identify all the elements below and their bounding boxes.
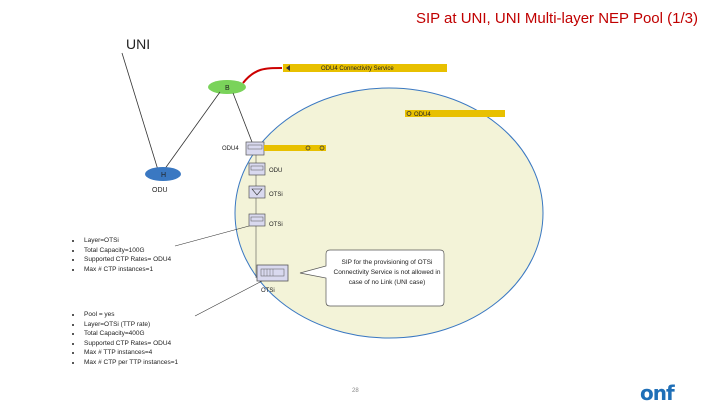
otsi-pool-inner	[260, 268, 285, 277]
list-item: Supported CTP Rates= ODU4	[82, 339, 178, 349]
link-b-odu4	[232, 92, 253, 143]
link-note-top	[174, 225, 250, 247]
odu4-bar	[405, 110, 505, 117]
otsi-pool	[256, 264, 289, 282]
odu-h-label: ODU	[152, 187, 168, 194]
connector-marker-icon-2	[319, 145, 325, 151]
onf-logo: onf	[640, 381, 675, 405]
link-uni-h	[121, 52, 159, 171]
page-number: 28	[352, 388, 359, 394]
uni-label: UNI	[126, 36, 151, 52]
otsi-label-1: OTSi	[269, 192, 283, 198]
adapter-triangle-icon	[251, 188, 263, 196]
node-b-label: B	[225, 85, 230, 92]
odu4-right-label: ODU4	[414, 112, 431, 118]
list-item: Max # TTP instances=4	[82, 348, 178, 358]
odu4-connector-bar	[264, 145, 326, 151]
list-item: Total Capacity=400G	[82, 329, 178, 339]
list-item: Supported CTP Rates= ODU4	[82, 255, 171, 265]
callout-text: SIP for the provisioning of OTSi Connect…	[333, 259, 441, 286]
list-item: Max # CTP instances=1	[82, 265, 171, 275]
node-b	[208, 80, 246, 94]
connectivity-service-label: ODU4 Connectivity Service	[321, 66, 394, 72]
list-item: Max # CTP per TTP instances=1	[82, 358, 178, 368]
list-item: Pool = yes	[82, 310, 178, 320]
odu4-bar-marker-icon	[406, 111, 412, 116]
connectivity-service-bar	[283, 64, 447, 72]
odu-port	[248, 162, 266, 176]
otsi-label-2: OTSi	[269, 222, 283, 228]
odu4-port	[245, 141, 265, 156]
notes-bottom-list: Pool = yes Layer=OTSi (TTP rate) Total C…	[66, 310, 178, 368]
slide-title: SIP at UNI, UNI Multi-layer NEP Pool (1/…	[415, 10, 698, 27]
otsi-adapter	[248, 185, 266, 199]
list-item: Total Capacity=100G	[82, 246, 171, 256]
notes-top-list: Layer=OTSi Total Capacity=100G Supported…	[66, 236, 171, 274]
link-note-bottom	[194, 280, 263, 317]
otsi-pool-label: OTSi	[261, 288, 275, 294]
otsi-port-inner	[250, 216, 264, 222]
list-item: Layer=OTSi (TTP rate)	[82, 320, 178, 330]
odu-port-inner	[250, 165, 264, 171]
otsi-port	[248, 213, 266, 227]
callout-bubble	[299, 249, 445, 307]
connector-marker-icon	[305, 145, 311, 151]
odu-label: ODU	[269, 168, 282, 174]
service-left-marker-icon	[286, 65, 290, 71]
red-service-link	[242, 67, 283, 84]
node-h-label: H	[161, 172, 166, 179]
list-item: Layer=OTSi	[82, 236, 171, 246]
odu4-label: ODU4	[222, 146, 239, 152]
node-h	[145, 167, 181, 181]
odu4-port-inner	[247, 144, 263, 150]
link-b-h	[163, 91, 221, 171]
